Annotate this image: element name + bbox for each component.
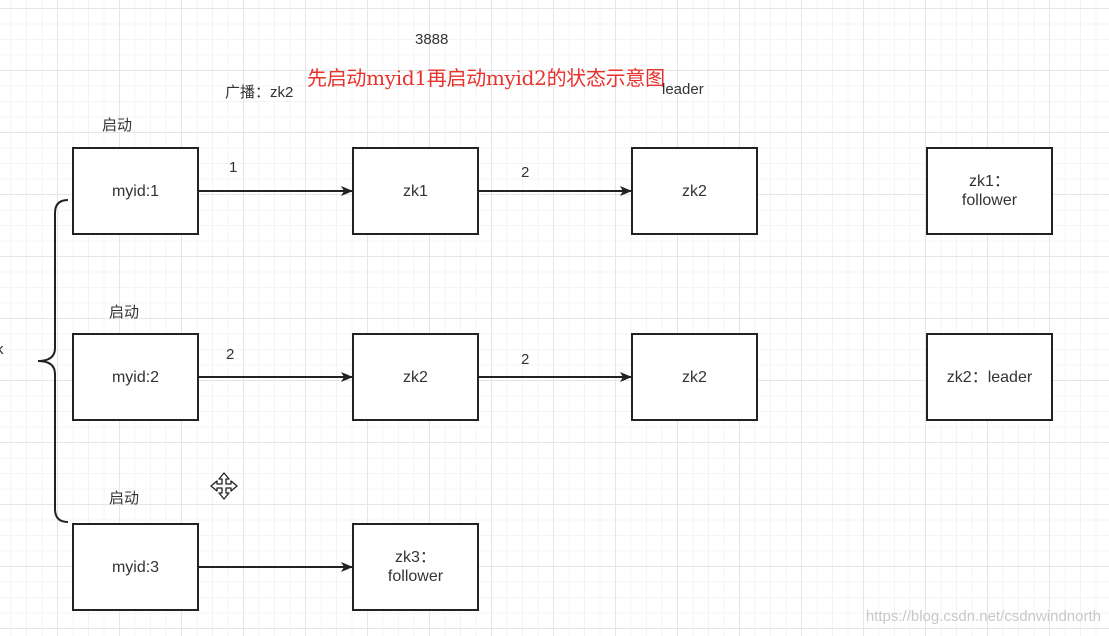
node-myid-1-text: myid:1 — [111, 182, 160, 200]
port-label: 3888 — [415, 31, 449, 48]
state-zk1-follower: zk1： follower — [926, 147, 1053, 235]
curly-brace — [37, 199, 69, 523]
node-zk1-text: zk1 — [403, 182, 428, 200]
node-zk2-row2: zk2 — [352, 333, 479, 421]
left-partial-text: k — [0, 341, 4, 358]
edge-label-1b: 2 — [521, 164, 530, 181]
node-myid-2: myid:2 — [72, 333, 199, 421]
start-label-3: 启动 — [109, 490, 140, 507]
watermark: https://blog.csdn.net/csdnwindnorth — [865, 608, 1101, 625]
edge-label-2a: 2 — [226, 346, 235, 363]
edge-label-1a: 1 — [229, 159, 238, 176]
node-myid-1: myid:1 — [72, 147, 199, 235]
state-zk2-leader: zk2：leader — [926, 333, 1053, 421]
node-myid-2-text: myid:2 — [111, 368, 160, 386]
start-label-1: 启动 — [102, 117, 133, 134]
node-zk2-row1-text: zk2 — [682, 182, 707, 200]
node-zk2-row2-target: zk2 — [631, 333, 758, 421]
state-zk2-text: zk2：leader — [946, 368, 1033, 386]
diagram-title: 先启动myid1再启动myid2的状态示意图 — [307, 66, 665, 90]
broadcast-label: 广播：zk2 — [225, 84, 294, 101]
node-zk3-follower: zk3： follower — [352, 523, 479, 611]
node-myid-3-text: myid:3 — [111, 558, 160, 576]
node-zk2-row1: zk2 — [631, 147, 758, 235]
node-zk2-row2-target-text: zk2 — [682, 368, 707, 386]
node-zk2-row2-text: zk2 — [403, 368, 428, 386]
leader-label: leader — [662, 81, 704, 98]
node-myid-3: myid:3 — [72, 523, 199, 611]
node-zk1: zk1 — [352, 147, 479, 235]
edge-label-2b: 2 — [521, 351, 530, 368]
move-cursor-icon — [210, 472, 238, 500]
start-label-2: 启动 — [109, 304, 140, 321]
node-zk3-text: zk3： follower — [387, 549, 444, 585]
state-zk1-text: zk1： follower — [961, 173, 1018, 209]
